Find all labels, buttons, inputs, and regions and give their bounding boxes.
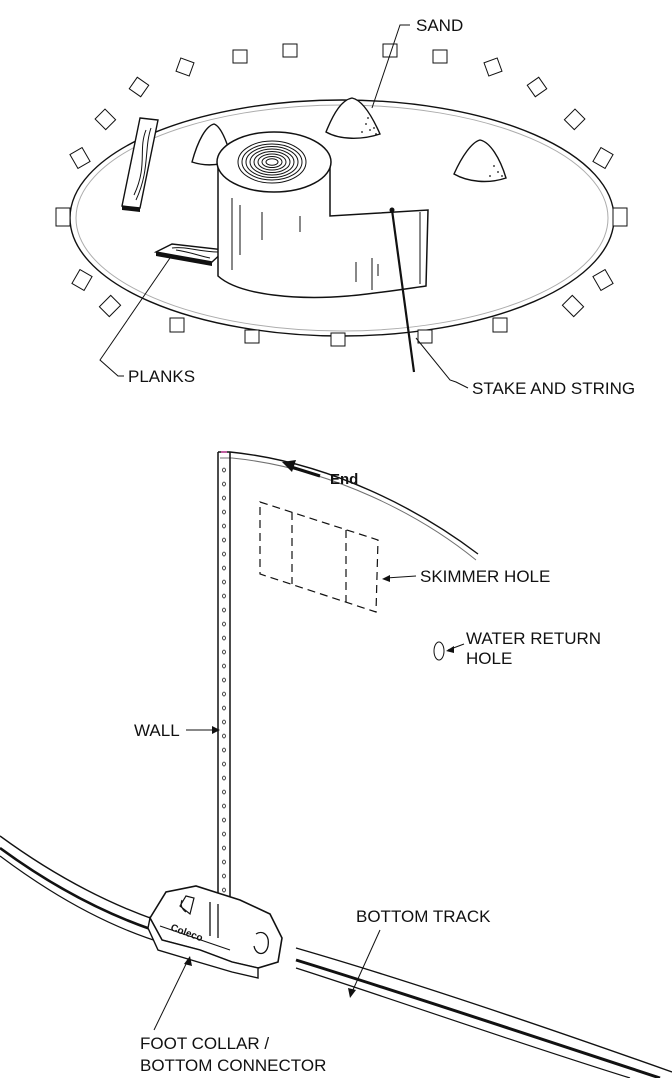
- foot-collar-label-line1: FOOT COLLAR /: [140, 1034, 269, 1053]
- ground-layout-figure: SAND PLANKS STAKE AND STRING: [55, 16, 635, 398]
- plank-left: [121, 117, 159, 212]
- sand-pile-1: [325, 97, 381, 139]
- foot-collar: Coleco: [147, 885, 283, 979]
- stake: [390, 209, 416, 373]
- wall-bolt-holes: [222, 467, 226, 893]
- end-arrow: [282, 460, 321, 478]
- wall-assembly-figure: End SKIMMER HOLE WATER RETURN HOLE WALL: [0, 451, 672, 1078]
- wall-label: WALL: [134, 721, 180, 740]
- skimmer-hole: [259, 501, 379, 613]
- sand-label: SAND: [416, 16, 463, 35]
- stake-and-string-label: STAKE AND STRING: [472, 379, 635, 398]
- skimmer-hole-label: SKIMMER HOLE: [420, 567, 550, 586]
- rolled-wall: [216, 131, 429, 299]
- perimeter-blocks: [55, 43, 628, 347]
- water-return-hole-label-line1: WATER RETURN: [466, 629, 601, 648]
- wall-panel: [217, 451, 479, 914]
- bottom-track: [0, 835, 672, 1078]
- bottom-track-label: BOTTOM TRACK: [356, 907, 491, 926]
- end-label: End: [330, 471, 358, 488]
- sand-pile-3: [453, 139, 507, 183]
- planks-label: PLANKS: [128, 367, 195, 386]
- water-return-hole-label-line2: HOLE: [466, 649, 512, 668]
- foot-collar-label-line2: BOTTOM CONNECTOR: [140, 1056, 326, 1075]
- water-return-hole: [433, 641, 445, 661]
